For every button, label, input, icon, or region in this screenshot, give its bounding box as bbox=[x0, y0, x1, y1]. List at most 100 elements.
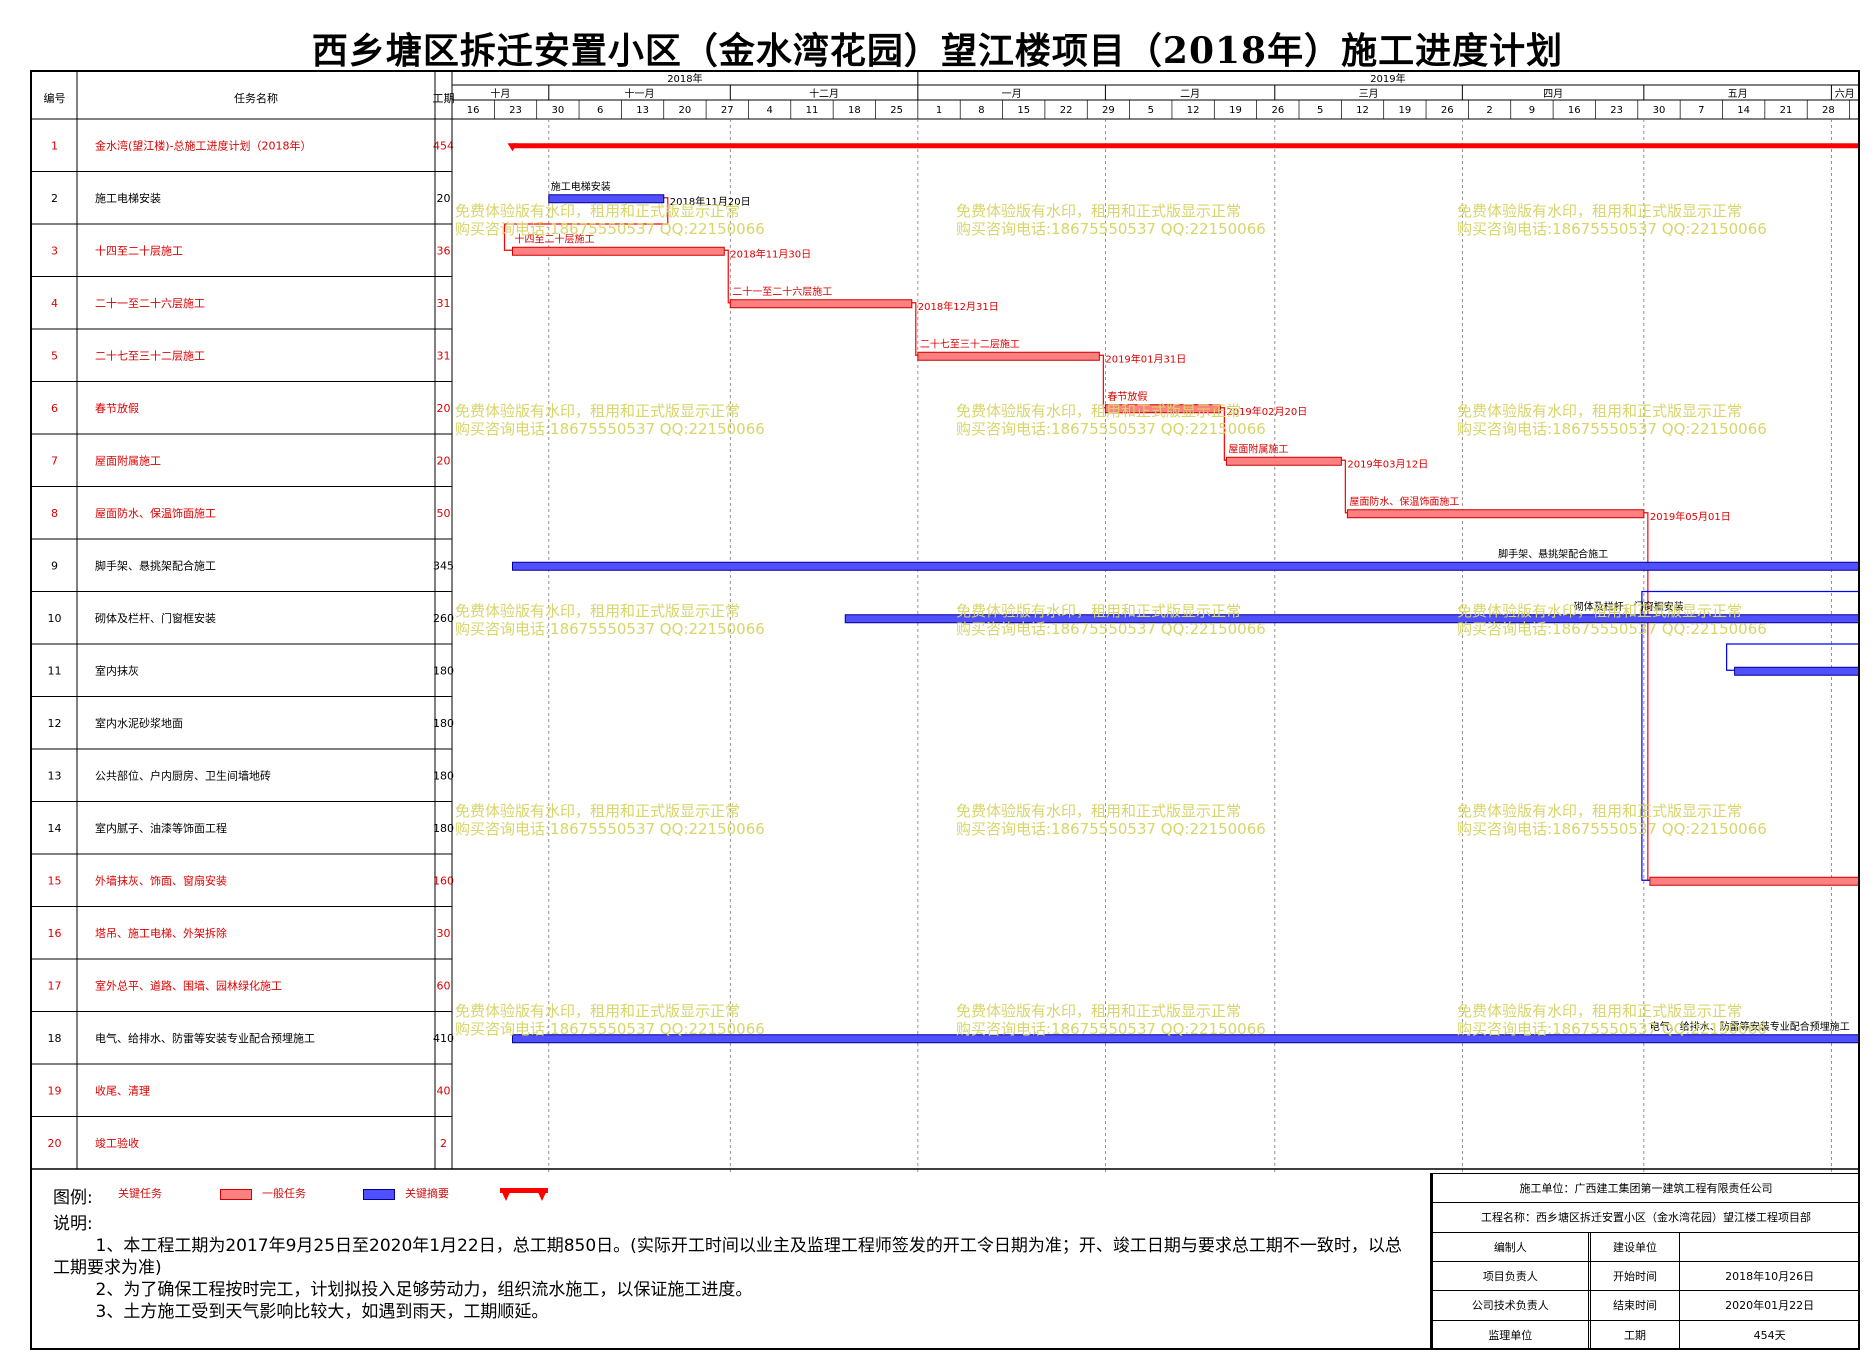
footer-panel: 图例: 关键任务 一般任务 关键摘要 说明: 1、本工程工期为2017年9月25… bbox=[30, 1172, 1860, 1351]
task-duration: 180 bbox=[433, 664, 454, 677]
task-id: 7 bbox=[51, 454, 58, 467]
bar-label: 屋面附属施工 bbox=[1228, 442, 1288, 455]
notes-label: 说明: bbox=[53, 1214, 93, 1234]
week-label: 8 bbox=[978, 105, 984, 116]
task-name: 室内抹灰 bbox=[95, 663, 139, 677]
signoff-key: 结束时间 bbox=[1589, 1290, 1681, 1321]
bar-end-date: 2019年03月12日 bbox=[1347, 457, 1428, 470]
note-1: 1、本工程工期为2017年9月25日至2020年1月22日，总工期850日。(实… bbox=[53, 1236, 1402, 1278]
task-duration: 180 bbox=[433, 822, 454, 835]
task-id: 17 bbox=[48, 979, 62, 992]
task-id: 3 bbox=[51, 244, 58, 257]
task-duration: 20 bbox=[437, 454, 451, 467]
task-bar bbox=[512, 246, 725, 256]
week-label: 19 bbox=[1399, 105, 1412, 116]
task-name: 脚手架、悬挑架配合施工 bbox=[95, 558, 216, 572]
legend-normal-swatch bbox=[220, 1189, 252, 1200]
task-duration: 180 bbox=[433, 717, 454, 730]
month-label: 二月 bbox=[1180, 88, 1200, 100]
task-bar bbox=[844, 614, 1858, 624]
dependency-link bbox=[724, 249, 731, 304]
task-id: 4 bbox=[51, 297, 58, 310]
week-label: 14 bbox=[1737, 105, 1750, 116]
task-name: 外墙抹灰、饰面、窗扇安装 bbox=[95, 873, 227, 887]
bar-end-date: 2019年01月31日 bbox=[1105, 352, 1186, 365]
dependency-link bbox=[1725, 643, 1858, 671]
bar-end-date: 2018年12月31日 bbox=[918, 300, 999, 313]
signoff-key: 工期 bbox=[1589, 1319, 1681, 1351]
legend-summary-swatch bbox=[363, 1189, 395, 1200]
week-label: 9 bbox=[1529, 105, 1535, 116]
week-label: 25 bbox=[890, 105, 903, 116]
legend-summary-label: 关键摘要 bbox=[405, 1187, 449, 1200]
task-duration: 20 bbox=[437, 402, 451, 415]
signoff-value: 454天 bbox=[1679, 1319, 1860, 1351]
task-duration: 2 bbox=[440, 1137, 447, 1150]
task-duration: 454 bbox=[433, 139, 454, 152]
month-label: 一月 bbox=[1002, 88, 1022, 100]
task-name: 十四至二十层施工 bbox=[95, 243, 183, 257]
task-duration: 30 bbox=[437, 927, 451, 940]
week-label: 12 bbox=[1187, 105, 1200, 116]
task-id: 2 bbox=[51, 192, 58, 205]
task-name: 二十一至二十六层施工 bbox=[95, 296, 205, 310]
week-label: 22 bbox=[1060, 105, 1073, 116]
task-bar bbox=[729, 299, 913, 309]
notes: 说明: 1、本工程工期为2017年9月25日至2020年1月22日，总工期850… bbox=[53, 1213, 1413, 1323]
task-id: 13 bbox=[48, 769, 62, 782]
bar-end-date: 2018年11月30日 bbox=[730, 247, 811, 260]
task-name: 收尾、清理 bbox=[95, 1083, 150, 1097]
dependency-link bbox=[503, 197, 669, 251]
signoff-key: 编制人 bbox=[1432, 1231, 1589, 1262]
note-3: 3、土方施工受到天气影响比较大，如遇到雨天，工期顺延。 bbox=[95, 1302, 549, 1322]
dependency-link bbox=[1341, 459, 1348, 514]
legend-summary-marker-icon bbox=[500, 1188, 548, 1201]
bar-label: 二十一至二十六层施工 bbox=[732, 285, 832, 298]
bar-end-date: 2018年11月20日 bbox=[670, 195, 751, 208]
task-duration: 20 bbox=[437, 192, 451, 205]
task-bar bbox=[1734, 666, 1858, 676]
header-duration: 工期 bbox=[433, 92, 455, 105]
task-id: 19 bbox=[48, 1084, 62, 1097]
project-name: 工程名称：西乡塘区拆迁安置小区（金水湾花园）望江楼工程项目部 bbox=[1432, 1202, 1860, 1233]
task-duration: 31 bbox=[437, 349, 451, 362]
task-id: 11 bbox=[48, 664, 62, 677]
week-label: 2 bbox=[1486, 105, 1492, 116]
task-name: 室内腻子、油漆等饰面工程 bbox=[95, 821, 227, 835]
task-bar bbox=[1104, 404, 1221, 414]
signoff-key: 项目负责人 bbox=[1432, 1260, 1589, 1292]
month-label: 六月 bbox=[1835, 88, 1855, 100]
task-name: 屋面防水、保温饰面施工 bbox=[95, 506, 216, 520]
task-duration: 60 bbox=[437, 979, 451, 992]
signoff-value: 2020年01月22日 bbox=[1679, 1290, 1860, 1321]
legend-label: 图例: bbox=[53, 1188, 93, 1208]
dependency-link bbox=[1220, 407, 1227, 461]
task-id: 8 bbox=[51, 507, 58, 520]
year-label: 2018年 bbox=[667, 72, 702, 85]
task-id: 10 bbox=[48, 612, 62, 625]
task-duration: 260 bbox=[433, 612, 454, 625]
task-name: 屋面附属施工 bbox=[95, 453, 161, 467]
task-name: 室内水泥砂浆地面 bbox=[95, 716, 183, 730]
task-bar bbox=[512, 1034, 1858, 1044]
task-id: 18 bbox=[48, 1032, 62, 1045]
week-label: 30 bbox=[552, 105, 565, 116]
dependency-link bbox=[1641, 590, 1858, 881]
bar-end-date: 2019年02月20日 bbox=[1226, 405, 1307, 418]
bar-label: 砌体及栏杆、门窗框安装 bbox=[1574, 600, 1684, 613]
task-bar bbox=[1649, 876, 1858, 886]
week-label: 6 bbox=[597, 105, 603, 116]
month-label: 四月 bbox=[1543, 88, 1563, 100]
week-label: 5 bbox=[1148, 105, 1154, 116]
task-duration: 40 bbox=[437, 1084, 451, 1097]
month-label: 三月 bbox=[1359, 88, 1379, 100]
week-label: 21 bbox=[1780, 105, 1793, 116]
week-label: 20 bbox=[679, 105, 692, 116]
bar-label: 春节放假 bbox=[1107, 390, 1147, 403]
task-name: 公共部位、户内厨房、卫生间墙地砖 bbox=[95, 768, 271, 782]
week-label: 5 bbox=[1317, 105, 1323, 116]
bar-label: 施工电梯安装 bbox=[551, 180, 611, 193]
week-label: 18 bbox=[848, 105, 861, 116]
bar-label: 二十七至三十二层施工 bbox=[920, 337, 1020, 350]
year-label: 2019年 bbox=[1370, 72, 1405, 85]
